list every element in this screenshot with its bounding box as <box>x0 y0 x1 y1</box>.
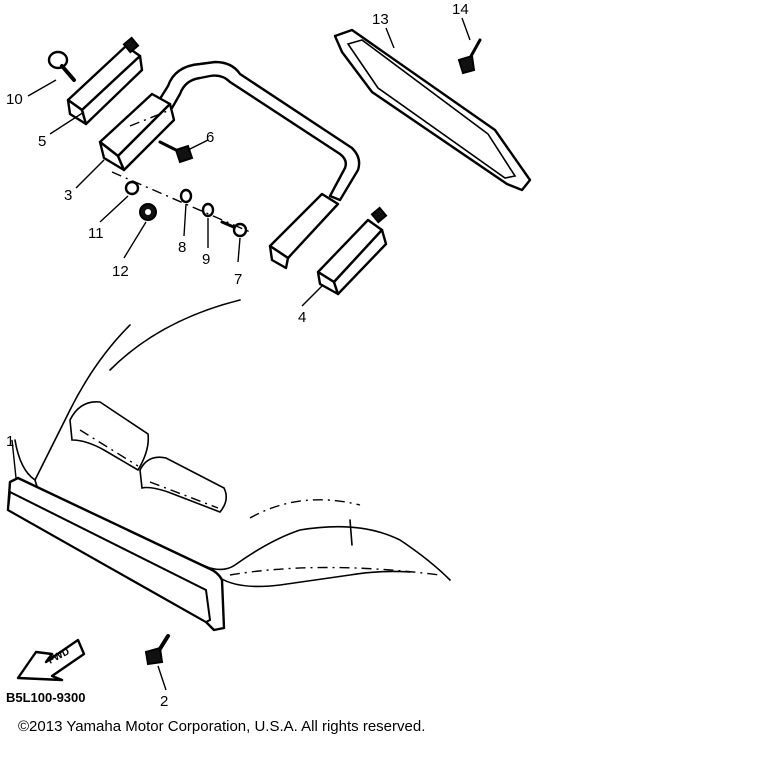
handle-bar[interactable] <box>98 60 361 270</box>
bracket-part-4[interactable] <box>316 206 388 296</box>
diagram-code: B5L100-9300 <box>6 690 86 705</box>
leader-lines <box>11 17 471 691</box>
label-part-2: 2 <box>160 693 168 710</box>
label-part-9: 9 <box>202 251 210 268</box>
label-part-11: 11 <box>88 225 104 242</box>
washer-part-11[interactable] <box>124 180 140 196</box>
bolt-part-2[interactable] <box>144 634 170 666</box>
bolt-part-6[interactable] <box>158 140 194 164</box>
screw-part-7[interactable] <box>220 220 248 238</box>
nut-part-12[interactable] <box>139 203 157 221</box>
label-part-13: 13 <box>372 11 389 28</box>
copyright-notice: ©2013 Yamaha Motor Corporation, U.S.A. A… <box>18 718 426 735</box>
label-part-14: 14 <box>452 1 469 18</box>
bumper-part-1[interactable] <box>6 476 226 632</box>
assembly-centerline-2 <box>129 109 171 127</box>
label-part-6: 6 <box>206 129 214 146</box>
label-part-8: 8 <box>178 239 186 256</box>
fwd-arrow: FWD <box>16 638 86 682</box>
bolt-part-14[interactable] <box>457 38 482 75</box>
label-part-5: 5 <box>38 133 46 150</box>
assembly-centerline <box>111 171 251 233</box>
hood <box>14 299 451 588</box>
windshield-part-13[interactable] <box>333 28 532 192</box>
label-part-10: 10 <box>6 91 23 108</box>
label-part-7: 7 <box>234 271 242 288</box>
label-part-1: 1 <box>6 433 14 450</box>
knob-part-10[interactable] <box>47 50 76 82</box>
bracket-part-5[interactable] <box>66 36 144 126</box>
washer-part-9[interactable] <box>201 202 215 218</box>
washer-part-8[interactable] <box>179 188 193 204</box>
label-part-12: 12 <box>112 263 129 280</box>
label-part-3: 3 <box>64 187 72 204</box>
label-part-4: 4 <box>298 309 306 326</box>
